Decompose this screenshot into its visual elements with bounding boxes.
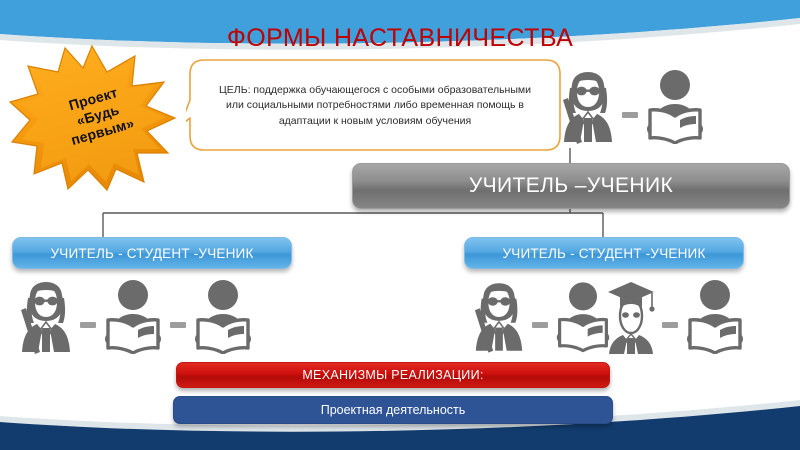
figure-group-left: [18, 278, 254, 354]
teacher-icon: [563, 72, 612, 144]
mechanisms-heading-bar[interactable]: МЕХАНИЗМЫ РЕАЛИЗАЦИИ:: [176, 362, 610, 388]
dash-icon: [622, 112, 638, 118]
goal-callout: ЦЕЛЬ: поддержка обучающегося с особыми о…: [186, 56, 564, 154]
dash-icon: [662, 322, 678, 328]
teacher-icon: [474, 283, 523, 353]
mechanisms-item-bar[interactable]: Проектная деятельность: [173, 396, 613, 424]
graduate-icon: [608, 282, 655, 354]
node-teacher-student[interactable]: УЧИТЕЛЬ –УЧЕНИК: [352, 163, 790, 209]
reader-icon: [687, 280, 743, 354]
node-right-label: УЧИТЕЛЬ - СТУДЕНТ -УЧЕНИК: [502, 245, 706, 261]
gear-shape: [8, 44, 177, 192]
teacher-icon: [21, 282, 70, 354]
mechanisms-item-label: Проектная деятельность: [320, 403, 466, 417]
node-teacher-student-label: УЧИТЕЛЬ –УЧЕНИК: [468, 174, 674, 197]
reader-icon: [195, 280, 251, 354]
reader-icon: [647, 70, 703, 144]
node-left-label: УЧИТЕЛЬ - СТУДЕНТ -УЧЕНИК: [50, 245, 254, 261]
dash-icon: [170, 322, 186, 328]
dash-icon: [532, 322, 548, 328]
node-teacher-college-pupil-right[interactable]: УЧИТЕЛЬ - СТУДЕНТ -УЧЕНИК: [464, 237, 744, 269]
goal-callout-text: ЦЕЛЬ: поддержка обучающегося с особыми о…: [219, 84, 531, 127]
dash-icon: [80, 322, 96, 328]
page-title: ФОРМЫ НАСТАВНИЧЕСТВА: [226, 24, 574, 52]
node-teacher-college-pupil-left[interactable]: УЧИТЕЛЬ - СТУДЕНТ -УЧЕНИК: [12, 237, 292, 269]
figure-group-right: [472, 278, 746, 354]
mechanisms-heading-label: МЕХАНИЗМЫ РЕАЛИЗАЦИИ:: [302, 368, 484, 382]
reader-icon: [105, 280, 161, 354]
reader-icon: [556, 282, 610, 353]
project-badge: Проект «Будь первым»: [8, 42, 178, 192]
figure-group-top: [560, 68, 706, 144]
